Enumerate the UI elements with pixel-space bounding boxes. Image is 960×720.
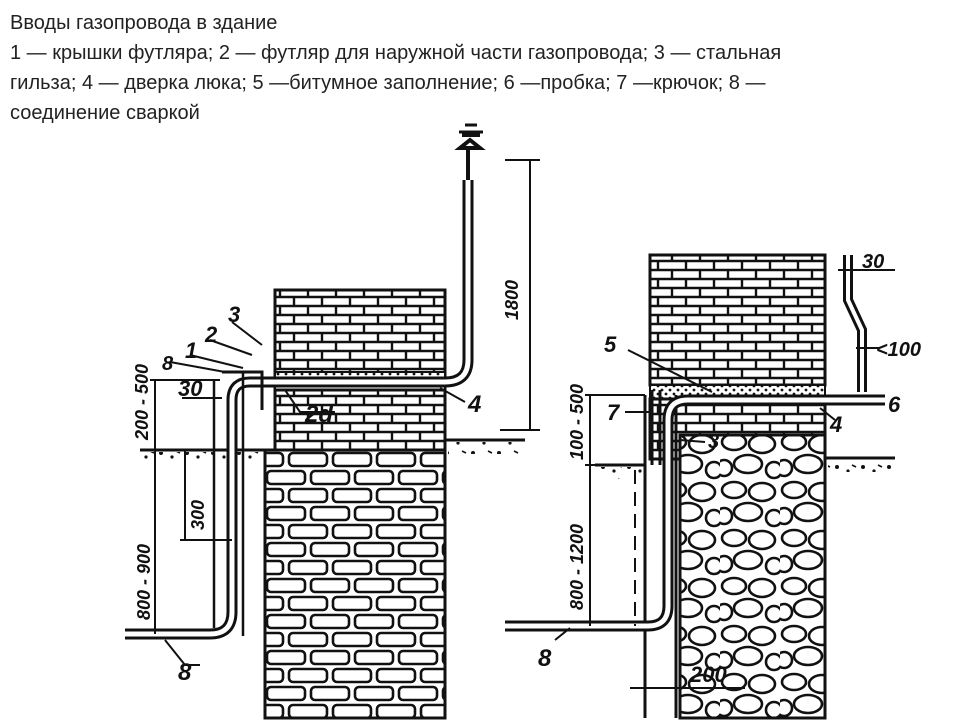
right-gas-pipe — [505, 255, 885, 632]
left-foundation — [263, 448, 447, 720]
right-dimension-lines — [554, 269, 895, 698]
left-inlet-drawing: 3 2 1 8 30 2d 4 8 200 - 500 300 800 - 90… — [125, 123, 540, 720]
left-callout-3: 3 — [228, 302, 240, 327]
right-callout-30: 30 — [862, 251, 884, 273]
right-ground — [595, 456, 895, 479]
left-callout-30: 30 — [178, 376, 203, 401]
caption-title: Вводы газопровода в здание — [10, 12, 278, 34]
right-inlet-drawing: 5 7 3 30 <100 6 4 8 100 - 500 800 - 1200… — [505, 251, 921, 720]
right-callout-8: 8 — [538, 645, 552, 672]
left-gas-pipe — [125, 123, 486, 640]
right-dim-100-500: 100 - 500 — [567, 384, 587, 460]
right-dim-200: 200 — [689, 662, 727, 687]
right-dim-800-1200: 800 - 1200 — [567, 524, 587, 610]
left-dimension-lines — [150, 159, 540, 666]
left-callout-8-bottom: 8 — [178, 659, 192, 686]
right-callout-7: 7 — [607, 400, 621, 425]
caption-line-1: 1 — крышки футляра; 2 — футляр для наруж… — [10, 42, 782, 64]
right-callout-6: 6 — [888, 392, 901, 417]
right-callout-4: 4 — [829, 412, 842, 437]
left-callout-1: 1 — [185, 338, 197, 363]
left-brick-wall — [273, 288, 447, 452]
left-dim-300: 300 — [188, 500, 208, 530]
right-callout-3: 3 — [708, 431, 719, 453]
caption-line-2: гильза; 4 — дверка люка; 5 —битумное зап… — [10, 72, 766, 94]
left-dim-200-500: 200 - 500 — [132, 364, 152, 441]
left-callout-4: 4 — [467, 391, 481, 418]
left-callout-8-top: 8 — [162, 353, 174, 375]
left-dim-1800: 1800 — [502, 280, 522, 320]
right-callout-lt100: <100 — [876, 339, 921, 361]
right-foundation — [643, 395, 827, 720]
caption-line-3: соединение сваркой — [10, 102, 200, 124]
left-dim-800-900: 800 - 900 — [134, 544, 154, 620]
left-callout-2d: 2d — [304, 401, 334, 428]
left-callout-2: 2 — [204, 322, 218, 347]
right-callout-5: 5 — [604, 332, 617, 357]
figure-caption: Вводы газопровода в здание 1 — крышки фу… — [10, 8, 950, 128]
